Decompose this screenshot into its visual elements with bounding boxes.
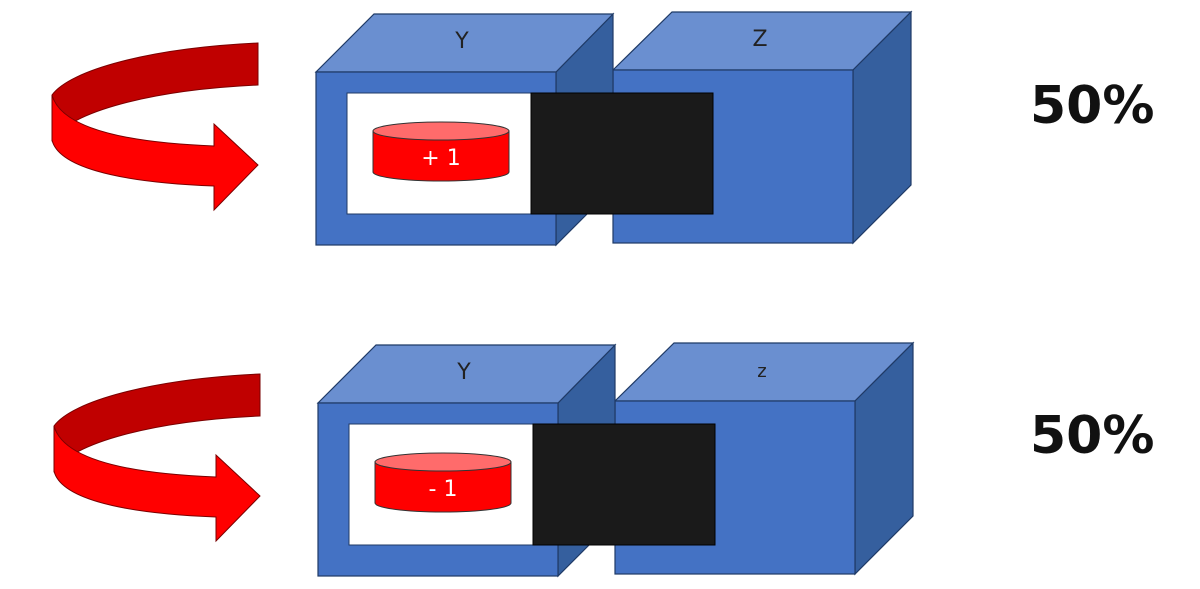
coin-label: + 1: [421, 146, 460, 171]
coin-top: [372, 121, 510, 141]
box-y-label: Y: [454, 29, 469, 54]
box-y-label: Y: [456, 360, 471, 385]
sliding-shutter: [530, 92, 714, 215]
coin-body: [372, 130, 510, 182]
sliding-shutter: [532, 423, 716, 546]
arrow-front-band: [51, 94, 259, 212]
coin-body: [374, 461, 512, 513]
rotate-arrow-icon: [53, 373, 261, 543]
coin-label: - 1: [429, 477, 458, 502]
probability-label-plus: 50%: [1030, 76, 1155, 136]
rotate-arrow-icon: [51, 42, 259, 212]
coin-top: [374, 452, 512, 472]
box-z-label: Z: [752, 27, 767, 52]
arrow-front-band: [53, 425, 261, 543]
box-z-label: z: [757, 361, 766, 382]
probability-label-minus: 50%: [1030, 406, 1155, 466]
coin: - 1: [374, 452, 512, 513]
outcome-row-plus: + 1 Y Z: [51, 10, 913, 247]
coin: + 1: [372, 121, 510, 182]
